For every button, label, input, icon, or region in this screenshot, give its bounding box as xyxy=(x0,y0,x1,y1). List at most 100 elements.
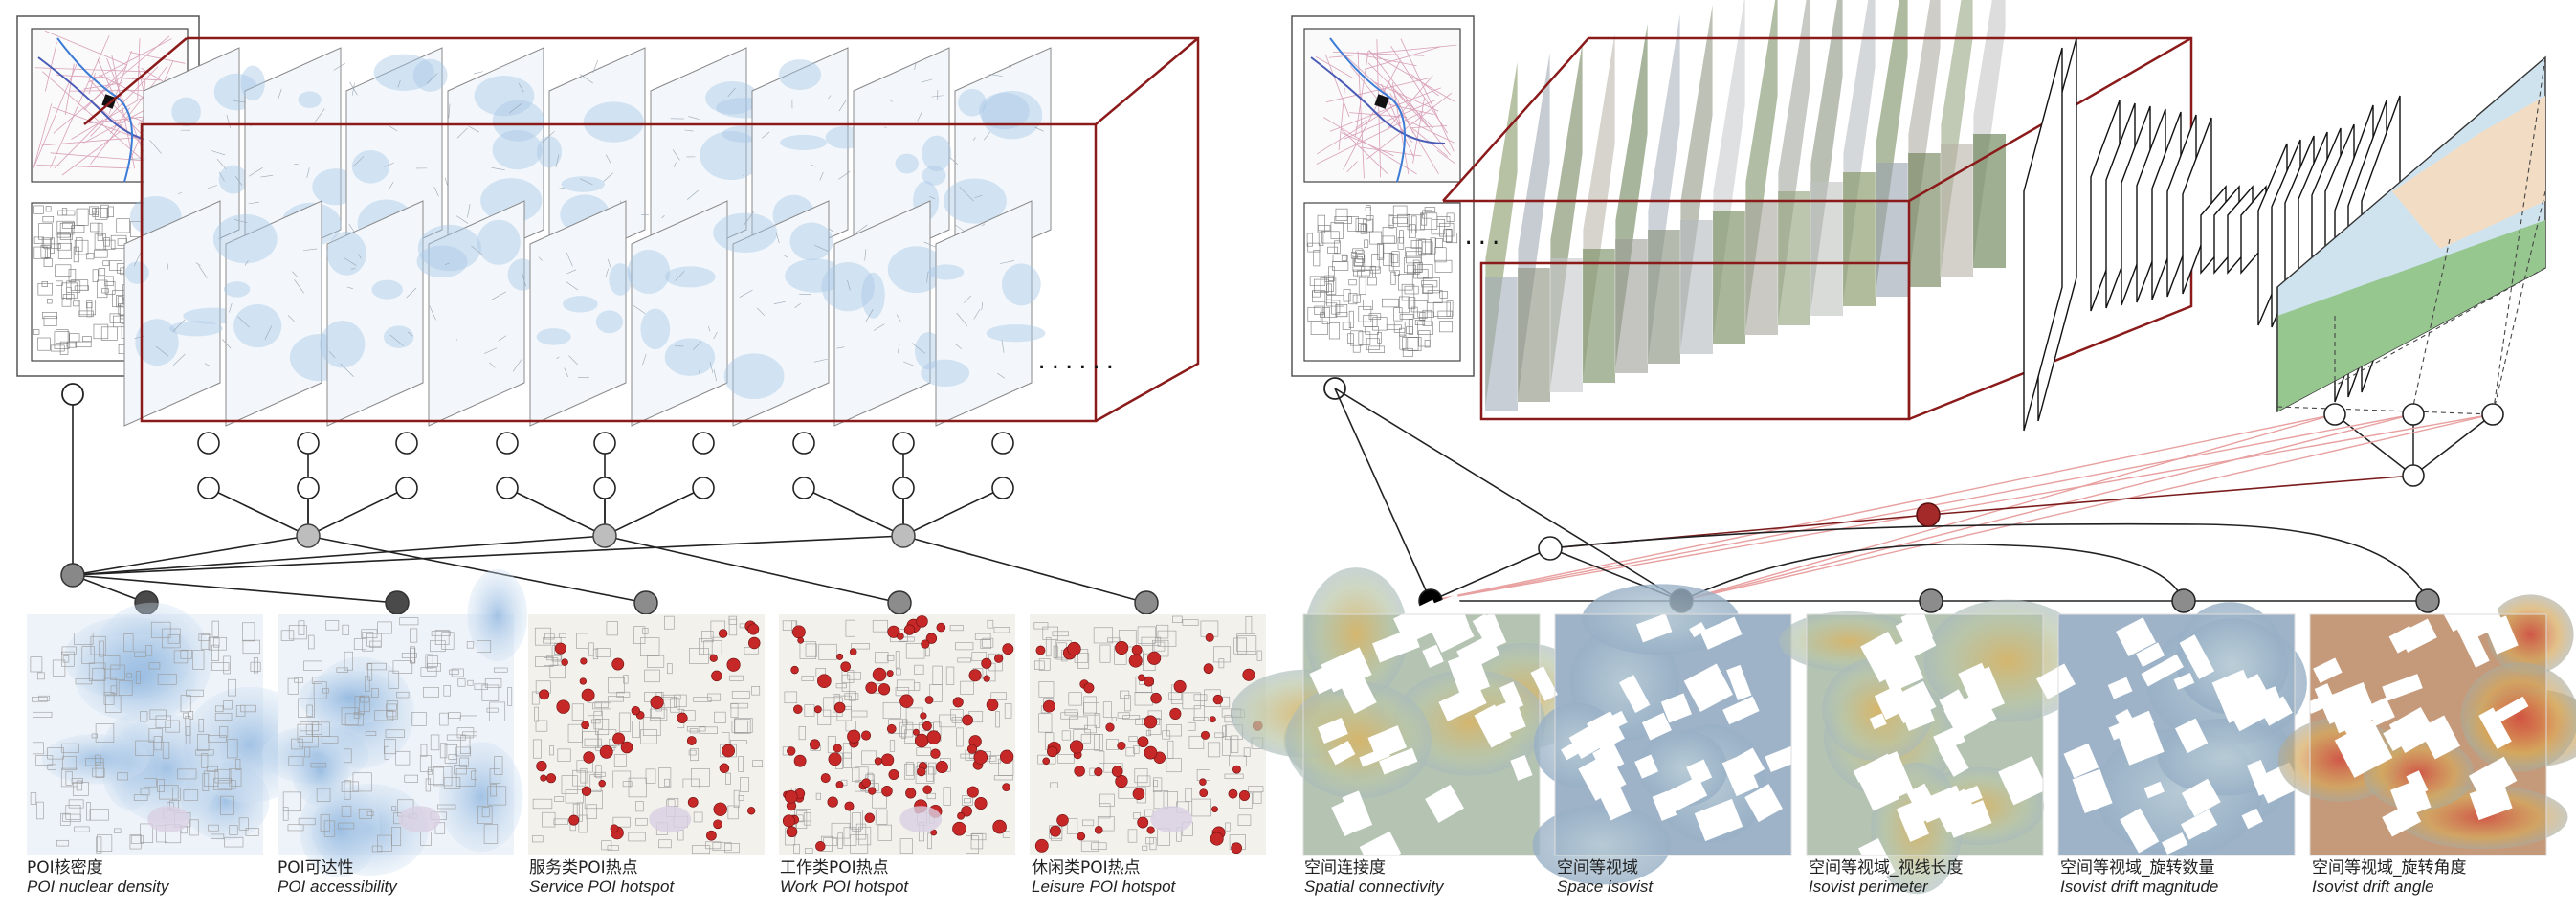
density-blob xyxy=(467,569,527,661)
poi-dot xyxy=(861,731,870,740)
poi-dot xyxy=(1144,677,1154,686)
poi-dot xyxy=(581,658,588,665)
caption-en: Isovist perimeter xyxy=(1809,877,1964,897)
leaf-node xyxy=(992,433,1013,454)
poi-dot xyxy=(688,797,698,807)
group-hub-node xyxy=(593,524,616,547)
tree-edge xyxy=(209,488,308,536)
poi-dot xyxy=(922,640,930,649)
left-map-stack xyxy=(124,48,1051,426)
poi-dot xyxy=(1210,832,1223,845)
poi-dot xyxy=(865,813,875,823)
poi-dot xyxy=(1232,843,1242,854)
street-view-stack xyxy=(1485,0,2006,411)
caption-en: Space isovist xyxy=(1557,877,1653,897)
poi-dot xyxy=(546,773,556,783)
caption-zh: 休闲类POI热点 xyxy=(1032,858,1175,877)
poi-dot xyxy=(873,668,886,681)
poi-dot xyxy=(1036,646,1045,655)
poi-dot xyxy=(875,758,881,765)
poi-dot xyxy=(569,815,579,825)
poi-dot xyxy=(1132,645,1142,655)
poi-dot xyxy=(1095,826,1102,833)
seg-node xyxy=(2324,404,2345,425)
poi-dot xyxy=(866,682,877,694)
leaf-node xyxy=(497,433,518,454)
poi-dot xyxy=(720,764,729,773)
poi-dot xyxy=(1112,766,1122,777)
feature-link xyxy=(1681,414,2493,601)
street-photo-front xyxy=(1485,277,1518,411)
density-blob xyxy=(780,135,827,150)
caption-zh: 工作类POI热点 xyxy=(780,858,908,877)
poi-dot xyxy=(785,790,797,803)
poi-dot xyxy=(747,807,755,814)
poi-dot xyxy=(881,786,892,796)
leaf-node xyxy=(298,477,319,499)
street-photo-front xyxy=(1778,191,1810,325)
poi-dot xyxy=(829,753,841,766)
poi-dot xyxy=(982,658,991,668)
poi-dot xyxy=(1133,788,1144,800)
poi-dot xyxy=(555,643,566,654)
leaf-node xyxy=(793,477,814,499)
poi-dot xyxy=(1084,683,1094,693)
right-input-maps xyxy=(1292,16,1474,399)
poi-dot xyxy=(847,730,860,744)
street-photo-front xyxy=(1648,230,1680,364)
density-blob xyxy=(724,353,785,399)
caption-en: Spatial connectivity xyxy=(1304,877,1444,897)
output-node xyxy=(386,591,409,614)
density-blob xyxy=(779,59,822,90)
poi-dot xyxy=(887,724,896,733)
leaf-node xyxy=(693,477,714,499)
poi-dot xyxy=(783,815,794,827)
leaf-node xyxy=(893,433,914,454)
poi-dot xyxy=(787,827,797,837)
heatmap-3 xyxy=(1779,600,2092,895)
caption-en: POI accessibility xyxy=(278,877,397,897)
poi-dot xyxy=(904,625,915,635)
caption-zh: 空间等视域_旋转数量 xyxy=(2060,858,2218,877)
poi-dot xyxy=(612,733,624,744)
density-blob xyxy=(219,166,248,194)
heatmap-1 xyxy=(1231,567,1591,869)
caption-spatial-connectivity: 空间连接度 Spatial connectivity xyxy=(1304,858,1444,897)
density-sheet xyxy=(632,201,727,426)
caption-drift-angle: 空间等视域_旋转角度 Isovist drift angle xyxy=(2312,858,2467,897)
poi-dot xyxy=(1115,641,1128,655)
poi-dot xyxy=(927,731,941,744)
caption-zh: POI核密度 xyxy=(27,858,168,877)
caption-zh: 空间连接度 xyxy=(1304,858,1444,877)
caption-leisure-hotspot: 休闲类POI热点 Leisure POI hotspot xyxy=(1032,858,1175,897)
poi-dot xyxy=(706,831,716,840)
poi-dot xyxy=(922,721,931,730)
street-photo-front xyxy=(1745,201,1778,335)
density-blob xyxy=(596,310,623,333)
leaf-node xyxy=(594,433,615,454)
poi-dot xyxy=(687,736,696,744)
poi-dot xyxy=(836,781,843,788)
poi-dot xyxy=(793,705,802,714)
poi-dot xyxy=(845,802,854,810)
poi-dot xyxy=(817,675,831,688)
poi-dot xyxy=(711,671,722,681)
density-blob xyxy=(493,130,543,169)
caption-isovist-perimeter: 空间等视域_视线长度 Isovist perimeter xyxy=(1809,858,1964,897)
feature-link xyxy=(1681,414,2413,601)
aggregate-node xyxy=(1917,503,1940,526)
left-node-tree xyxy=(61,405,1158,614)
poi-dot xyxy=(952,822,966,835)
poi-dot xyxy=(1106,723,1115,732)
poi-dot xyxy=(798,637,804,643)
density-blob xyxy=(213,214,278,263)
street-photo-front xyxy=(1876,163,1908,297)
poi-dot xyxy=(957,812,964,819)
output-node xyxy=(1135,591,1158,614)
density-blob xyxy=(169,321,223,336)
output-map-5 xyxy=(1030,614,1266,855)
poi-dot xyxy=(1213,695,1223,704)
street-photo-front xyxy=(1518,268,1550,402)
poi-dot xyxy=(1138,675,1144,681)
seg-hub-node xyxy=(2403,465,2424,486)
